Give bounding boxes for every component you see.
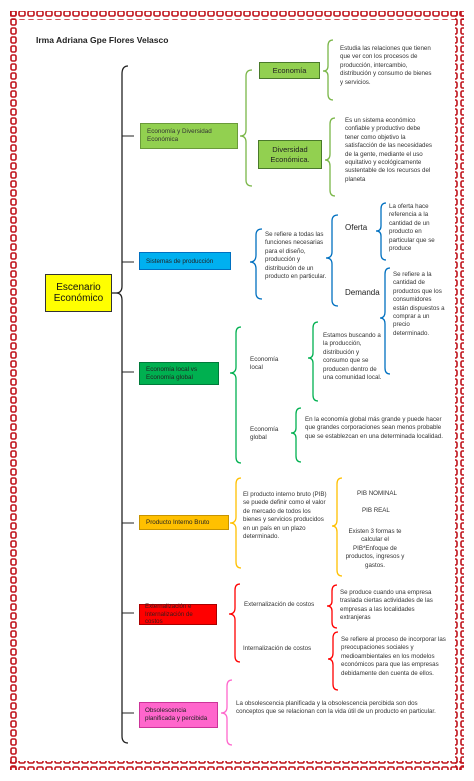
node-oferta: Oferta — [345, 223, 368, 232]
root-label-line2: Económico — [53, 293, 104, 304]
pib-nominal: PIB NOMINAL — [357, 490, 397, 497]
economia-local-label-line1: Economía — [250, 356, 279, 363]
branch-economia-diversidad: Economía y Diversidad Económica — [140, 123, 238, 149]
branch-pib-label: Producto Interno Bruto — [146, 519, 210, 526]
branch-sistemas-produccion-label: Sistemas de producción — [146, 257, 214, 265]
branch-externalizacion-label: Externalización e Internalización de cos… — [145, 603, 193, 626]
node-economia-local: Economía local — [250, 356, 278, 373]
branch-economia-local-global-label: Economía local vs Economía global — [146, 365, 198, 381]
node-diversidad-label-line2: Económica. — [270, 154, 310, 164]
sistemas-produccion-description: Se refiere a todas las funciones necesar… — [265, 231, 327, 281]
root-node: Escenario Económico — [45, 274, 112, 312]
economia-global-label-line2: global — [250, 434, 267, 442]
node-demanda: Demanda — [345, 288, 380, 297]
economia-global-label-line1: Economía — [250, 426, 279, 433]
branch-producto-interno-bruto: Producto Interno Bruto — [139, 515, 229, 530]
node-economia-label: Economía — [272, 66, 307, 75]
oferta-description: La oferta hace referencia a la cantidad … — [389, 203, 435, 253]
demanda-description: Se refiere a la cantidad de productos qu… — [393, 271, 445, 337]
node-economia-global: Economía global — [250, 426, 278, 443]
branch-sistemas-produccion: Sistemas de producción — [139, 252, 231, 270]
branch-economia-local-global: Economía local vs Economía global — [139, 362, 219, 385]
pib-formas-calculo: Existen 3 formas te calcular el PIB*Enfo… — [345, 528, 405, 569]
economia-local-label-line2: local — [250, 364, 263, 372]
pib-description: El producto interno bruto (PIB) se puede… — [243, 491, 327, 541]
branch-economia-diversidad-label: Economía y Diversidad Económica — [147, 128, 212, 143]
obsolescencia-description: La obsolescencia planificada y la obsole… — [236, 700, 436, 716]
node-diversidad-label-line1: Diversidad — [272, 145, 308, 154]
branch-externalizacion-internalizacion: Externalización e Internalización de cos… — [139, 603, 217, 626]
author-name: Irma Adriana Gpe Flores Velasco — [36, 35, 169, 45]
economia-local-description: Estamos buscando a la producción, distri… — [323, 332, 382, 382]
branch-obsolescencia: Obsolescencia planificada y percibida — [139, 702, 218, 728]
internalizacion-description: Se refiere al proceso de incorporar las … — [341, 636, 446, 677]
diversidad-description: Es un sistema económico confiable y prod… — [345, 117, 433, 183]
economia-global-description: En la economía global más grande y puede… — [305, 416, 443, 440]
node-externalizacion-costos: Externalización de costos — [244, 601, 315, 608]
externalizacion-description: Se produce cuando una empresa traslada c… — [340, 589, 433, 622]
root-label-line1: Escenario — [56, 282, 101, 293]
node-internalizacion-costos: Internalización de costos — [243, 645, 312, 652]
node-economia: Economía — [259, 62, 320, 79]
pib-real: PIB REAL — [362, 507, 390, 514]
branch-obsolescencia-label: Obsolescencia planificada y percibida — [145, 707, 208, 722]
node-diversidad-economica: Diversidad Económica. — [258, 140, 322, 169]
economia-description: Estudia las relaciones que tienen que ve… — [340, 45, 432, 86]
